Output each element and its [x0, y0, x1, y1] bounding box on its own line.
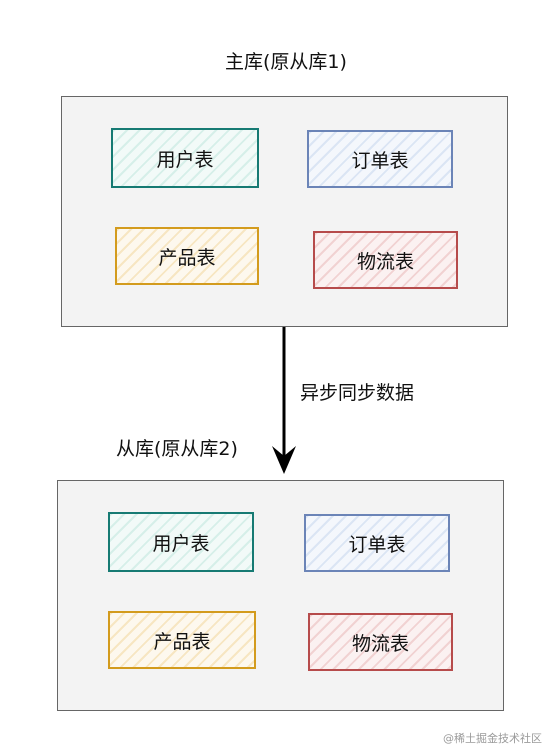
- master-db-panel: 用户表 订单表 产品表 物流表: [61, 96, 508, 327]
- slave-order-table: 订单表: [304, 514, 450, 572]
- master-product-table: 产品表: [115, 227, 259, 285]
- master-db-title: 主库(原从库1): [225, 51, 347, 73]
- slave-db-panel: 用户表 订单表 产品表 物流表: [57, 480, 504, 711]
- master-logistics-table: 物流表: [313, 231, 458, 289]
- slave-db-title: 从库(原从库2): [116, 438, 238, 460]
- slave-logistics-table: 物流表: [308, 613, 453, 671]
- slave-product-table: 产品表: [108, 611, 256, 669]
- sync-label: 异步同步数据: [300, 382, 415, 404]
- master-order-table: 订单表: [307, 130, 453, 188]
- master-user-table: 用户表: [111, 128, 259, 188]
- watermark: @稀土掘金技术社区: [443, 732, 542, 745]
- slave-user-table: 用户表: [108, 512, 254, 572]
